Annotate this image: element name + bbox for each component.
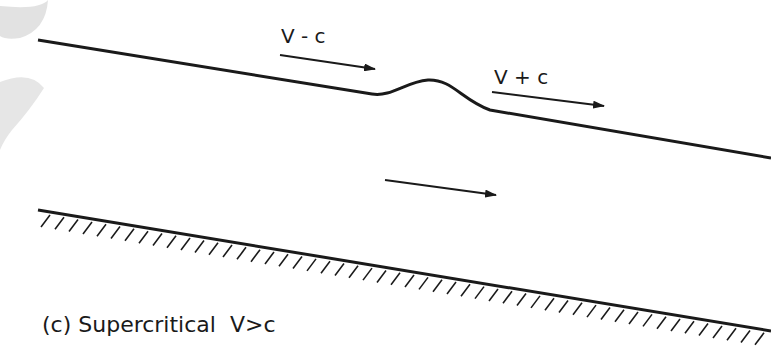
downstream-wave-arrow <box>492 92 604 106</box>
watermark <box>0 77 44 150</box>
channel-bed <box>38 210 771 331</box>
figure-caption: (c) Supercritical V>c <box>42 314 275 336</box>
bed-hatching <box>41 215 764 345</box>
flow-arrow <box>385 180 496 195</box>
upstream-wave-arrow <box>280 55 375 69</box>
wave-speed-label: V + c <box>494 67 548 87</box>
watermark <box>0 0 48 39</box>
free-surface <box>38 40 771 158</box>
wave-speed-label: V - c <box>281 26 326 46</box>
